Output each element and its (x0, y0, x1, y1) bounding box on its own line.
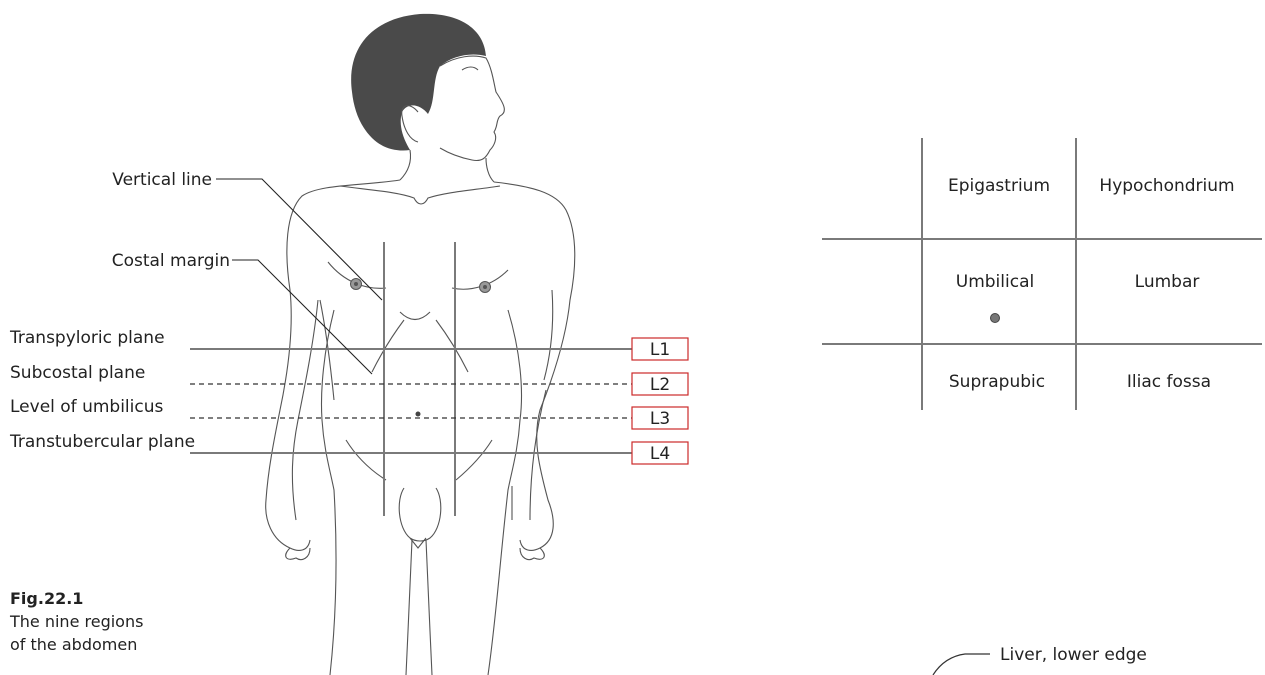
level-box-l3: L3 (632, 407, 688, 429)
torso-outline-left (266, 180, 400, 550)
region-suprapubic: Suprapubic (949, 372, 1045, 392)
transtubercular-plane-label: Transtubercular plane (9, 432, 195, 452)
costal-margin-curves (372, 312, 468, 372)
transpyloric-plane-label: Transpyloric plane (9, 328, 165, 348)
head-outline (440, 56, 504, 160)
hand-left (286, 548, 310, 560)
arm-inner-left (292, 300, 334, 520)
regions-grid: Epigastrium Hypochondrium Umbilical Lumb… (822, 138, 1262, 410)
arm-inner-right (512, 290, 553, 520)
level-l4-text: L4 (650, 444, 670, 464)
region-hypochondrium: Hypochondrium (1099, 176, 1234, 196)
hand-right (520, 548, 544, 560)
level-l3-text: L3 (650, 409, 670, 429)
umbilicus (416, 412, 421, 417)
eye (462, 67, 478, 70)
waist-right (488, 310, 522, 675)
torso-outline-right (494, 182, 575, 550)
region-lumbar: Lumbar (1135, 272, 1200, 292)
human-figure (266, 14, 575, 675)
neck (400, 150, 494, 182)
level-of-umbilicus-label: Level of umbilicus (10, 397, 163, 417)
costal-margin-label: Costal margin (112, 251, 230, 271)
legend-liver: Liver, lower edge (933, 645, 1147, 675)
level-l1-text: L1 (650, 340, 670, 360)
region-epigastrium: Epigastrium (948, 176, 1050, 196)
level-l2-text: L2 (650, 375, 670, 395)
liver-edge-symbol (933, 654, 990, 675)
clavicle (340, 186, 500, 204)
figure-caption-line2: of the abdomen (10, 635, 137, 654)
subcostal-plane-label: Subcostal plane (10, 363, 145, 383)
costal-margin-leader (232, 260, 372, 374)
level-box-l1: L1 (632, 338, 688, 360)
figure-caption-line1: The nine regions (9, 612, 143, 631)
region-umbilical: Umbilical (956, 272, 1034, 292)
region-iliac-fossa: Iliac fossa (1127, 372, 1211, 392)
iliac-curves (346, 440, 492, 480)
genitals (399, 488, 441, 548)
inner-legs (406, 540, 432, 675)
level-box-l4: L4 (632, 442, 688, 464)
ear (402, 106, 418, 142)
vertical-line-label: Vertical line (112, 170, 212, 190)
waist-left (322, 310, 337, 675)
figure-number: Fig.22.1 (10, 589, 83, 608)
umbilicus-marker (991, 314, 1000, 323)
liver-legend-label: Liver, lower edge (1000, 645, 1147, 665)
level-box-l2: L2 (632, 373, 688, 395)
hair (351, 14, 486, 151)
